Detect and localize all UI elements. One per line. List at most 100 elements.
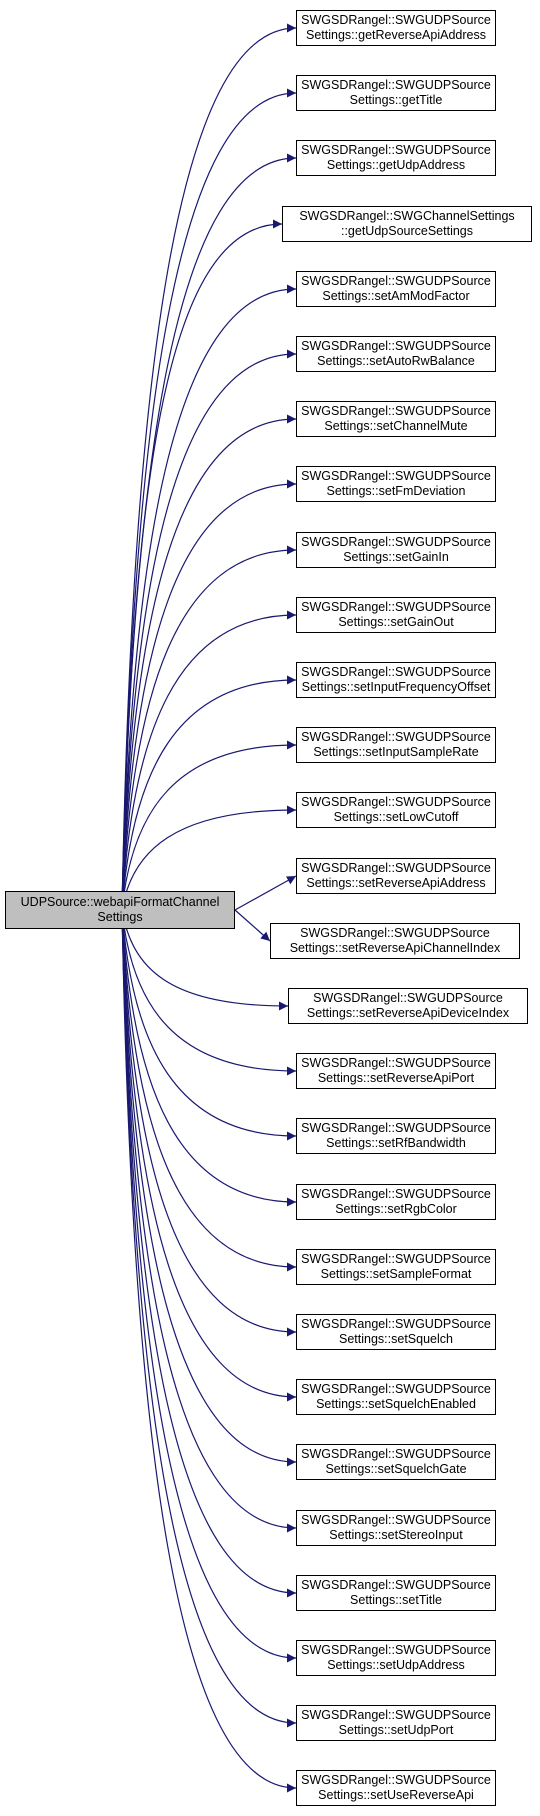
callee-label-line2: Settings::setReverseApiChannelIndex bbox=[289, 941, 501, 955]
callee-label-line1: SWGSDRangel::SWGUDPSource bbox=[301, 339, 491, 353]
callee-label-line2: Settings::setReverseApiAddress bbox=[306, 876, 486, 890]
callee-label-line2: Settings::setGainIn bbox=[343, 550, 449, 564]
callee-label-line1: SWGSDRangel::SWGChannelSettings bbox=[299, 209, 515, 223]
callee-label-line2: Settings::setUseReverseApi bbox=[318, 1788, 474, 1802]
callee-label-line1: SWGSDRangel::SWGUDPSource bbox=[301, 143, 491, 157]
call-edge bbox=[121, 909, 297, 1272]
callee-label-line2: Settings::setUdpAddress bbox=[327, 1658, 465, 1672]
call-edge bbox=[121, 909, 297, 1793]
callee-label-line2: Settings::setReverseApiDeviceIndex bbox=[306, 1006, 510, 1020]
callee-label-line1: SWGSDRangel::SWGUDPSource bbox=[301, 1056, 491, 1070]
call-edge bbox=[121, 909, 297, 1663]
callee-label-line2: Settings::setUdpPort bbox=[338, 1723, 454, 1737]
callee-label-line2: Settings::setLowCutoff bbox=[333, 810, 459, 824]
callee-label-line2: Settings::setInputFrequencyOffset bbox=[301, 680, 491, 694]
callee-label-line1: SWGSDRangel::SWGUDPSource bbox=[301, 1578, 491, 1592]
call-edge bbox=[121, 740, 297, 911]
callee-label-line2: Settings::setSquelchEnabled bbox=[316, 1397, 476, 1411]
call-edge bbox=[121, 545, 297, 911]
root-function-label-line1: UDPSource::webapiFormatChannel bbox=[20, 895, 220, 909]
callee-label-line1: SWGSDRangel::SWGUDPSource bbox=[301, 861, 491, 875]
callee-label-line1: SWGSDRangel::SWGUDPSource bbox=[301, 1513, 491, 1527]
callee-label-line1: SWGSDRangel::SWGUDPSource bbox=[301, 600, 491, 614]
call-edge bbox=[121, 675, 297, 911]
callee-label-line1: SWGSDRangel::SWGUDPSource bbox=[301, 1187, 491, 1201]
callee-label-line1: SWGSDRangel::SWGUDPSource bbox=[301, 730, 491, 744]
callee-label-line2: Settings::setGainOut bbox=[338, 615, 454, 629]
call-edge bbox=[234, 909, 271, 942]
callee-label-line2: Settings::setAutoRwBalance bbox=[317, 354, 475, 368]
callee-label-line1: SWGSDRangel::SWGUDPSource bbox=[313, 991, 503, 1005]
callee-label-line1: SWGSDRangel::SWGUDPSource bbox=[301, 1382, 491, 1396]
callee-label-line2: Settings::setTitle bbox=[350, 1593, 442, 1607]
call-edge bbox=[121, 805, 297, 911]
callee-label-line1: SWGSDRangel::SWGUDPSource bbox=[301, 795, 491, 809]
call-edge bbox=[121, 909, 289, 1011]
callee-label-line1: SWGSDRangel::SWGUDPSource bbox=[301, 1643, 491, 1657]
call-edge bbox=[121, 284, 297, 911]
callee-label-line1: SWGSDRangel::SWGUDPSource bbox=[301, 13, 491, 27]
callee-label-line2: Settings::setFmDeviation bbox=[326, 484, 466, 498]
callee-label-line1: SWGSDRangel::SWGUDPSource bbox=[301, 78, 491, 92]
call-edge bbox=[121, 909, 297, 1533]
callee-label-line1: SWGSDRangel::SWGUDPSource bbox=[301, 665, 491, 679]
call-edge bbox=[121, 909, 297, 1728]
callee-label-line2: Settings::setChannelMute bbox=[324, 419, 468, 433]
callee-label-line2: Settings::setSquelch bbox=[339, 1332, 453, 1346]
callee-label-line1: SWGSDRangel::SWGUDPSource bbox=[301, 1317, 491, 1331]
root-function-label-line2: Settings bbox=[97, 910, 143, 924]
callee-label-line2: Settings::setReverseApiPort bbox=[317, 1071, 475, 1085]
call-edge bbox=[121, 414, 297, 911]
callee-label-line1: SWGSDRangel::SWGUDPSource bbox=[301, 1121, 491, 1135]
callee-label-line2: Settings::setSquelchGate bbox=[325, 1462, 467, 1476]
call-edge bbox=[121, 349, 297, 911]
callee-node[interactable]: SWGSDRangel::SWGChannelSettings::getUdpS… bbox=[282, 206, 532, 242]
callee-label-line2: Settings::setSampleFormat bbox=[320, 1267, 472, 1281]
callee-label-line2: Settings::setRgbColor bbox=[335, 1202, 457, 1216]
callee-label-line1: SWGSDRangel::SWGUDPSource bbox=[300, 926, 490, 940]
callee-label-line1: SWGSDRangel::SWGUDPSource bbox=[301, 535, 491, 549]
call-edge bbox=[121, 479, 297, 911]
callee-label-line2: Settings::setInputSampleRate bbox=[313, 745, 479, 759]
call-edge bbox=[121, 23, 297, 911]
root-function-node[interactable]: UDPSource::webapiFormatChannel Settings bbox=[5, 891, 235, 929]
call-edge bbox=[121, 909, 297, 1467]
call-edge bbox=[121, 909, 297, 1337]
callee-label-line2: Settings::getReverseApiAddress bbox=[306, 28, 486, 42]
call-edge bbox=[121, 909, 297, 1076]
callee-label-line1: SWGSDRangel::SWGUDPSource bbox=[301, 1252, 491, 1266]
callee-label-line2: ::getUdpSourceSettings bbox=[340, 224, 474, 238]
call-edge bbox=[121, 909, 297, 1598]
call-edge bbox=[234, 875, 297, 911]
callee-label-line2: Settings::setStereoInput bbox=[329, 1528, 463, 1542]
call-edge bbox=[121, 610, 297, 911]
call-edge bbox=[121, 88, 297, 911]
